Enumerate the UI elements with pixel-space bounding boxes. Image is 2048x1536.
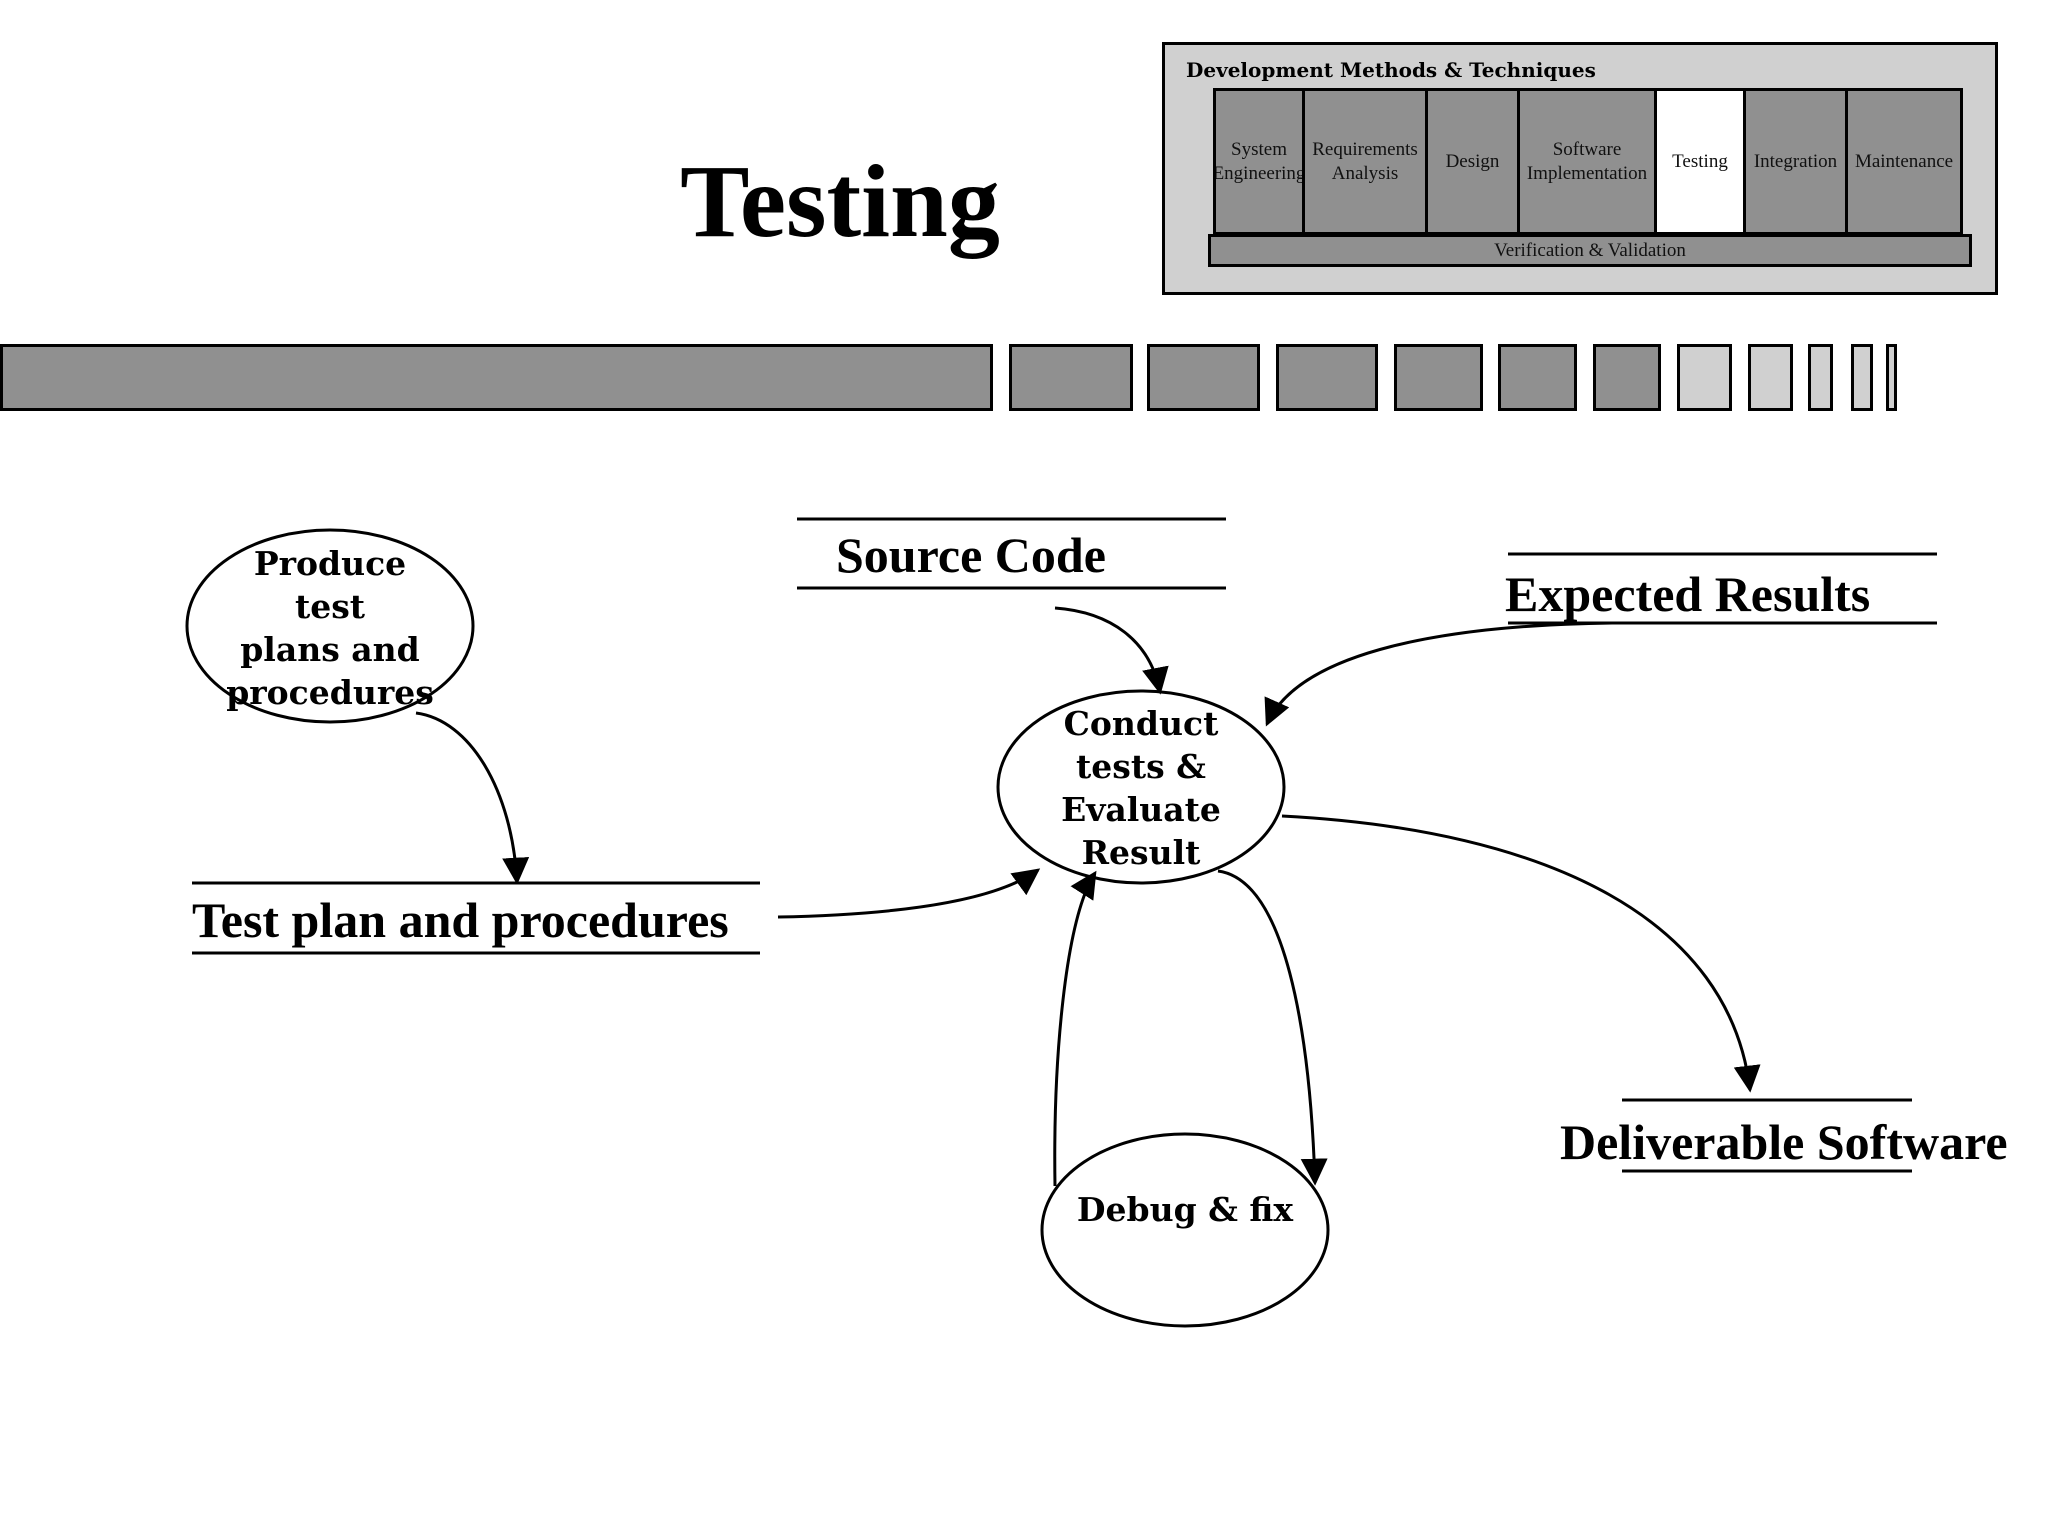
progress-block [0,344,993,411]
progress-block [1276,344,1378,411]
phase-software-implementation: Software Implementation [1517,88,1657,235]
process-produce-test-plans [185,528,475,724]
progress-block [1808,344,1833,411]
progress-block [1677,344,1732,411]
progress-block [1394,344,1483,411]
store-deliverable-software: Deliverable Software [1560,1114,2008,1170]
flow-source-code-to-conduct [1054,606,1169,695]
flow-debug-to-conduct [1053,870,1097,1187]
progress-block [1498,344,1577,411]
process-conduct-label: Conduct tests & Evaluate Result [1061,704,1221,872]
flow-test-plan-to-conduct [777,868,1041,919]
verification-validation-bar: Verification & Validation [1208,234,1972,267]
progress-block [1147,344,1260,411]
phase-integration: Integration [1743,88,1848,235]
slide-title: Testing [680,144,1000,259]
process-conduct-tests [996,689,1286,885]
progress-block [1009,344,1133,411]
process-debug-label: Debug & fix [1076,1190,1294,1229]
progress-block [1593,344,1661,411]
progress-block [1886,344,1897,411]
phase-maintenance: Maintenance [1845,88,1963,235]
flow-conduct-to-debug [1217,869,1328,1186]
progress-block [1851,344,1873,411]
methods-panel-title: Development Methods & Techniques [1186,58,1596,82]
store-test-plan: Test plan and procedures [192,892,729,948]
phase-design: Design [1425,88,1520,235]
store-source-code: Source Code [836,527,1106,583]
store-expected-results: Expected Results [1505,566,1871,622]
flow-expected-results-to-conduct [1264,621,1613,727]
process-produce-label: Produce test plans and procedures [226,544,434,712]
process-debug-fix [1040,1132,1330,1328]
flow-conduct-to-deliverable [1281,814,1761,1093]
progress-block [1748,344,1793,411]
phase-requirements-analysis: Requirements Analysis [1302,88,1428,235]
flow-produce-to-test-plan [415,711,530,885]
